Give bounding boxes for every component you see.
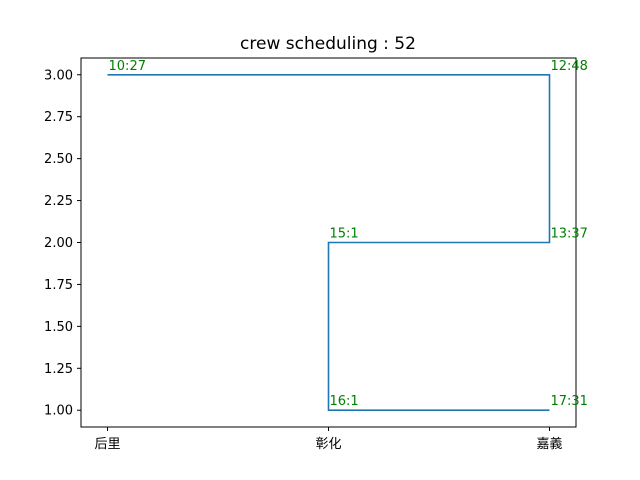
chart-title: crew scheduling : 52 [240, 34, 416, 54]
x-tick-label: 后里 [95, 437, 121, 452]
y-tick-label: 2.75 [44, 110, 73, 125]
y-tick-label: 1.75 [44, 278, 73, 293]
point-label: 12:48 [550, 59, 587, 74]
point-label: 13:37 [550, 227, 587, 242]
x-tick-label: 彰化 [315, 436, 341, 452]
y-axis: 1.00 1.25 1.50 1.75 2.00 2.25 2.50 2.75 3.00 [44, 68, 81, 419]
y-tick-label: 1.50 [44, 320, 73, 335]
x-tick-label: 嘉義 [536, 436, 562, 452]
point-label: 10:27 [109, 59, 146, 74]
point-label: 17:31 [550, 394, 587, 409]
y-tick-label: 2.00 [44, 236, 73, 251]
y-tick-label: 3.00 [44, 68, 73, 83]
series-line [107, 74, 551, 412]
data-labels: 10:27 12:48 13:37 15:1 16:1 17:31 [109, 59, 588, 409]
series [107, 74, 551, 412]
point-label: 15:1 [330, 227, 359, 242]
point-label: 16:1 [330, 394, 359, 409]
y-tick-label: 2.50 [44, 152, 73, 167]
y-tick-label: 1.25 [44, 362, 73, 377]
x-axis: 后里 彰化 嘉義 [95, 427, 562, 452]
y-tick-label: 1.00 [44, 404, 73, 419]
y-tick-label: 2.25 [44, 194, 73, 209]
